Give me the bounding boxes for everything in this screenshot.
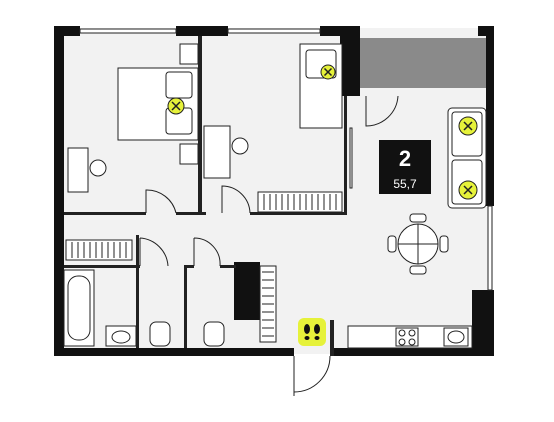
- wall-bath-top: [64, 265, 140, 268]
- radiator-1: [65, 239, 133, 261]
- wall-wc-left: [184, 268, 187, 348]
- door-wc: [193, 237, 221, 267]
- wall-bedroom1-bottom-a: [64, 212, 146, 215]
- wall-wc-top-b: [220, 265, 236, 268]
- door-bath: [139, 237, 169, 267]
- wall-hall-divider: [330, 320, 334, 356]
- wall-top-left: [54, 26, 80, 36]
- windows: [79, 28, 493, 291]
- balcony: [360, 38, 486, 88]
- wall-left: [54, 26, 64, 356]
- room-count: 2: [398, 146, 412, 171]
- bedroom-1-furniture: [65, 43, 199, 261]
- radiator-2-fins: [263, 194, 337, 210]
- bathroom-furniture: [63, 265, 277, 347]
- radiator-1-fins: [71, 242, 127, 258]
- apartment-badge: 2 55,7: [379, 140, 431, 194]
- desk-2: [203, 125, 231, 179]
- wall-bedroom2-bottom: [250, 212, 346, 215]
- x-cross-icon[interactable]: [167, 97, 185, 115]
- wall-entrance-block: [234, 262, 260, 320]
- wall-bedroom1-bottom-b: [176, 212, 206, 215]
- window-2: [227, 28, 321, 34]
- apartment-area: 55,7: [393, 177, 417, 191]
- wall-bedroom2-right: [344, 96, 347, 215]
- wall-top-balcony-block: [340, 26, 360, 96]
- x-cross-icon[interactable]: [458, 180, 478, 200]
- dining-chair-3: [387, 235, 397, 253]
- wc-toilet: [203, 321, 225, 347]
- burner-3: [398, 338, 406, 346]
- dining-table-cross: [398, 224, 438, 264]
- outer-walls: [54, 26, 494, 356]
- dining-chair-4: [439, 235, 449, 253]
- bath-toilet: [149, 321, 171, 347]
- wall-right-lower: [472, 290, 494, 356]
- bedroom-2-furniture: [203, 43, 343, 213]
- chair-2: [231, 137, 249, 155]
- window-3: [487, 205, 493, 291]
- dining-chair-2: [409, 265, 427, 275]
- x-cross-icon[interactable]: [458, 116, 478, 136]
- bath-sink-bowl: [111, 330, 131, 344]
- wardrobe-line: [349, 127, 353, 189]
- wall-wc-top: [184, 265, 194, 268]
- doors: [139, 95, 399, 396]
- window-1: [79, 28, 177, 34]
- wall-bedrooms-divider: [198, 36, 202, 212]
- kitchen-sink-bowl: [447, 330, 465, 344]
- burner-2: [408, 329, 416, 337]
- wall-top-mid: [176, 26, 228, 36]
- interior-walls: [64, 36, 347, 356]
- nightstand-1: [179, 43, 199, 65]
- chair-1: [89, 159, 107, 177]
- desk-1: [67, 147, 89, 193]
- wall-bottom-right: [330, 348, 494, 356]
- pillow-1: [165, 71, 193, 99]
- burner-4: [408, 338, 416, 346]
- door-entrance: [293, 355, 331, 396]
- nightstand-2: [179, 143, 199, 165]
- burner-1: [398, 329, 406, 337]
- bathtub-inner: [67, 275, 91, 341]
- x-cross-icon[interactable]: [320, 64, 336, 80]
- door-bedroom2: [221, 185, 251, 214]
- towel-radiator-fins: [262, 271, 274, 337]
- footprints-icon[interactable]: [298, 318, 326, 346]
- wall-bath-divider: [136, 235, 139, 348]
- wall-right-top: [486, 26, 494, 206]
- hotspots: [167, 64, 478, 346]
- wall-bottom-left: [54, 348, 294, 356]
- door-bedroom1: [145, 189, 177, 214]
- dining-chair-1: [409, 213, 427, 223]
- door-balcony: [365, 95, 399, 127]
- living-kitchen-furniture: [347, 107, 487, 349]
